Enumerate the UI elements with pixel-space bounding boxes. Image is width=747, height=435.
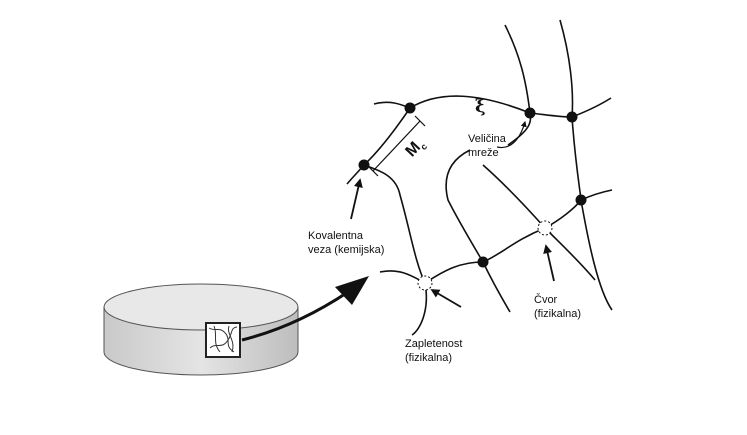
inset-network-square (205, 322, 241, 358)
crosslink-node (575, 194, 587, 206)
polymer-chains (346, 19, 613, 336)
magnify-arrow (241, 290, 349, 342)
mesh-size-arrow (496, 120, 527, 149)
crosslink-node (358, 159, 370, 171)
crosslink-node (566, 111, 578, 123)
crosslink-node (404, 102, 416, 114)
mesh-size-label: Veličina mreže (468, 132, 506, 160)
covalent-line1: Kovalentna (308, 230, 364, 242)
entanglement-node (417, 275, 433, 291)
knot-label: Čvor (fizikalna) (534, 293, 581, 321)
knot-line1: Čvor (534, 294, 558, 306)
knot-node (537, 220, 553, 236)
entanglement-line1: Zapletenost (405, 338, 463, 350)
entanglement-line2: (fizikalna) (405, 352, 453, 364)
magnify-arrowhead (335, 276, 369, 305)
knot-pointer (543, 244, 555, 282)
covalent-bond-label: Kovalentna veza (kemijska) (308, 229, 384, 257)
mc-dimension (367, 115, 426, 177)
entanglement-label: Zapletenost (fizikalna) (405, 337, 462, 365)
covalent-pointer (350, 178, 363, 220)
crosslink-node (524, 107, 536, 119)
crosslink-node (477, 256, 489, 268)
entanglement-pointer (430, 289, 462, 308)
xi-symbol: ξ (475, 96, 486, 117)
knot-line2: (fizikalna) (534, 308, 582, 320)
mesh-size-line1: Veličina (468, 133, 506, 145)
mesh-size-line2: mreže (468, 147, 499, 159)
gel-sample-disk (103, 283, 299, 376)
covalent-line2: veza (kemijska) (308, 244, 385, 256)
physical-nodes (417, 220, 553, 291)
crosslink-nodes (358, 102, 587, 268)
